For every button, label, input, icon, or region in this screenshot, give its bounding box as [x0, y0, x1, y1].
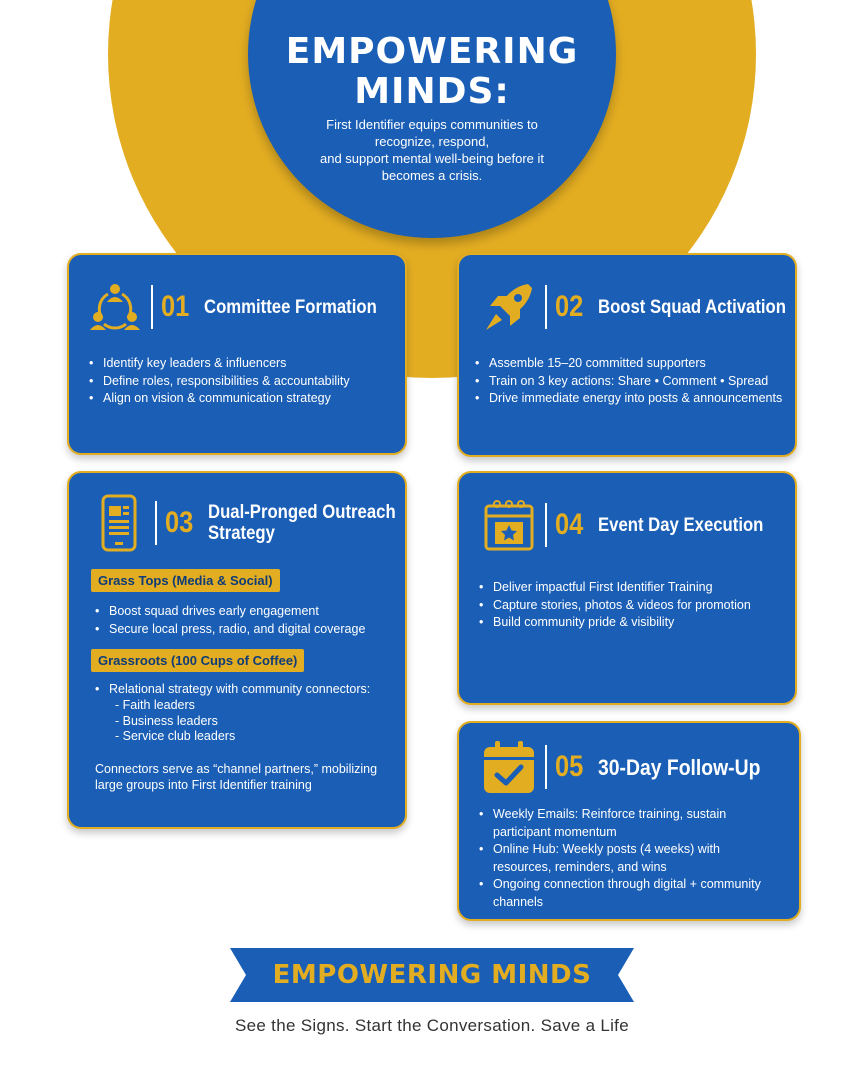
- list-item-line: Weekly Emails: Reinforce training, susta…: [493, 807, 727, 821]
- list-item: Boost squad drives early engagement: [95, 603, 365, 621]
- bullet-list: Assemble 15–20 committed supporters Trai…: [475, 355, 782, 408]
- list-item: Relational strategy with community conne…: [95, 681, 370, 699]
- card-title: Event Day Execution: [598, 514, 764, 536]
- list-item: Secure local press, radio, and digital c…: [95, 621, 365, 639]
- divider-line: [151, 285, 153, 329]
- step-number: 01: [161, 290, 190, 323]
- step-number: 03: [165, 506, 194, 539]
- hero-title-line2: MINDS:: [354, 71, 510, 112]
- step-number: 02: [555, 290, 584, 323]
- bullet-list: Weekly Emails: Reinforce training, susta…: [479, 806, 761, 911]
- list-item-line: Ongoing connection through digital + com…: [493, 877, 761, 891]
- rocket-icon: [481, 279, 537, 335]
- note-line1: Connectors serve as “channel partners,” …: [95, 762, 378, 776]
- list-item: Build community pride & visibility: [479, 614, 751, 632]
- mobile-phone-icon: [91, 494, 147, 552]
- card-dual-pronged-outreach: 03 Dual-Pronged Outreach Strategy Grass …: [67, 471, 407, 829]
- hero-title: EMPOWERING MINDS:: [248, 32, 616, 112]
- card-title-line2: Strategy: [208, 523, 276, 544]
- bullet-list: Boost squad drives early engagement Secu…: [95, 603, 365, 638]
- divider-line: [155, 501, 157, 545]
- note-line2: large groups into First Identifier train…: [95, 778, 312, 792]
- card-event-day-execution: 04 Event Day Execution Deliver impactful…: [457, 471, 797, 705]
- grass-tops-tag: Grass Tops (Media & Social): [91, 569, 280, 592]
- list-item-line: channels: [493, 894, 544, 909]
- calendar-check-icon: [481, 739, 537, 795]
- list-item: Identify key leaders & influencers: [89, 355, 350, 373]
- list-item: Train on 3 key actions: Share • Comment …: [475, 373, 782, 391]
- card-30-day-follow-up: 05 30-Day Follow-Up Weekly Emails: Reinf…: [457, 721, 801, 921]
- list-item: Define roles, responsibilities & account…: [89, 373, 350, 391]
- list-item: Deliver impactful First Identifier Train…: [479, 579, 751, 597]
- hero-subtitle: First Identifier equips communities to r…: [298, 116, 566, 184]
- bullet-list: Deliver impactful First Identifier Train…: [479, 579, 751, 632]
- list-item: Ongoing connection through digital + com…: [479, 876, 761, 911]
- list-item-line: resources, reminders, and wins: [493, 859, 667, 874]
- footer-ribbon: [230, 948, 634, 1002]
- hero-subtitle-line4: becomes a crisis.: [381, 168, 483, 183]
- card-title: 30-Day Follow-Up: [598, 754, 761, 780]
- footer-tagline: See the Signs. Start the Conversation. S…: [235, 1016, 629, 1035]
- bullet-list: Relational strategy with community conne…: [95, 681, 370, 699]
- hero-subtitle-line2: recognize, respond,: [374, 134, 490, 149]
- card-title: Dual-Pronged Outreach Strategy: [208, 502, 396, 544]
- step-number: 04: [555, 508, 584, 541]
- hero-circle: EMPOWERING MINDS: First Identifier equip…: [248, 0, 616, 238]
- channel-partners-note: Connectors serve as “channel partners,” …: [95, 761, 377, 793]
- list-item: Online Hub: Weekly posts (4 weeks) with …: [479, 841, 761, 876]
- list-item: Weekly Emails: Reinforce training, susta…: [479, 806, 761, 841]
- list-item: Drive immediate energy into posts & anno…: [475, 390, 782, 408]
- team-network-icon: [87, 279, 143, 335]
- list-item: Align on vision & communication strategy: [89, 390, 350, 408]
- hero-subtitle-line3: and support mental well-being before it: [319, 151, 545, 166]
- list-item: Capture stories, photos & videos for pro…: [479, 597, 751, 615]
- card-title: Committee Formation: [204, 296, 378, 318]
- calendar-star-icon: [481, 497, 537, 553]
- hero-subtitle-line1: First Identifier equips communities to: [326, 117, 538, 132]
- sublist-item: - Faith leaders: [115, 698, 195, 712]
- divider-line: [545, 503, 547, 547]
- hero-title-line1: EMPOWERING: [285, 31, 579, 72]
- grassroots-tag: Grassroots (100 Cups of Coffee): [91, 649, 305, 672]
- list-item-line: Online Hub: Weekly posts (4 weeks) with: [493, 842, 720, 856]
- card-title-line1: Dual-Pronged Outreach: [208, 502, 397, 523]
- card-committee-formation: 01 Committee Formation Identify key lead…: [67, 253, 407, 455]
- step-number: 05: [555, 750, 584, 783]
- sublist-item: - Business leaders: [115, 713, 218, 728]
- sublist-item: - Service club leaders: [115, 729, 236, 743]
- connector-sublist: - Faith leaders - Business leaders - Ser…: [115, 698, 235, 745]
- bullet-list: Identify key leaders & influencers Defin…: [89, 355, 350, 408]
- card-boost-squad-activation: 02 Boost Squad Activation Assemble 15–20…: [457, 253, 797, 457]
- footer-banner-title: EMPOWERING MINDS: [272, 960, 592, 990]
- divider-line: [545, 285, 547, 329]
- divider-line: [545, 745, 547, 789]
- card-title: Boost Squad Activation: [598, 296, 787, 318]
- list-item: Assemble 15–20 committed supporters: [475, 355, 782, 373]
- list-item-line: participant momentum: [493, 824, 617, 839]
